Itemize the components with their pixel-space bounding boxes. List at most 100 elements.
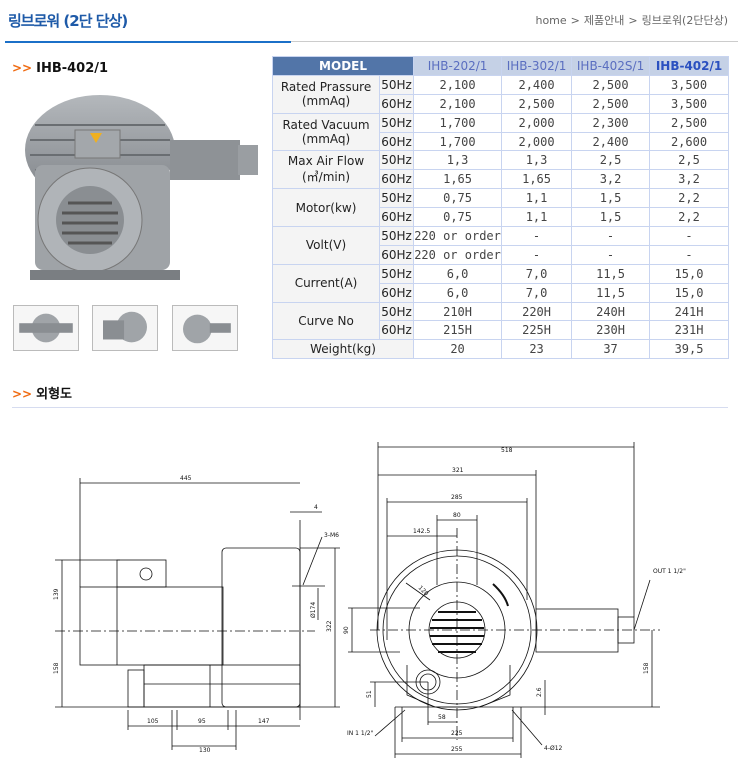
breadcrumb-separator: > [570,14,580,27]
dimension-labels: 445 4 3-M6 139 158 Ø174 322 105 95 147 1… [53,447,686,754]
divider-accent [5,41,291,43]
page-title: 링브로워 (2단 단상) [8,12,128,30]
dim-label: Ø174 [310,602,317,618]
dim-label: 80 [453,512,461,519]
value-cell: 2,2 [649,207,729,228]
value-cell: 220 or order [413,226,503,246]
value-cell: 210H [413,301,503,322]
value-cell: 2,500 [571,74,651,95]
dim-label: 158 [643,662,650,674]
breadcrumb-separator: > [628,14,638,27]
value-cell: 1,700 [413,131,503,152]
table-header-row: MODEL IHB-202/1 IHB-302/1 IHB-402S/1 IHB… [271,56,729,76]
dim-label: 255 [451,746,463,753]
row-label-line: Current(A) [294,276,358,291]
front-view [348,442,660,758]
product-photo [25,95,258,280]
frequency-cell: 60Hz [379,320,415,341]
frequency-cell: 50Hz [379,150,415,171]
row-label: Curve No [271,301,381,341]
value-cell: 231H [649,320,729,341]
value-cell: 220H [501,301,573,322]
double-arrow-icon: >> [12,387,33,401]
product-name: IHB-402/1 [36,61,109,76]
divider [12,407,728,408]
frequency-cell: 60Hz [379,282,415,303]
row-label-line: Curve No [298,313,354,328]
row-label-line: Max Air Flow [287,154,365,169]
dim-label: 147 [258,718,270,725]
value-cell: 2,400 [571,131,651,152]
dim-label: OUT 1 1/2" [653,568,686,575]
breadcrumb: home>제품안내>링브로워(2단단상) [533,12,730,28]
value-cell: 3,2 [649,169,729,190]
row-label: Max Air Flow(㎥/min) [271,150,381,190]
row-label-line: Rated Prassure [280,80,372,95]
value-cell: 2,2 [649,188,729,209]
model-column-current: IHB-402/1 [649,56,729,76]
value-cell: 2,300 [571,112,651,133]
frequency-cell: 50Hz [379,263,415,284]
frequency-cell: 60Hz [379,207,415,228]
value-cell: 1,65 [501,169,573,190]
dim-label: IN 1 1/2" [347,730,374,737]
row-label-line: (mmAq) [301,132,351,147]
value-cell: 11,5 [571,282,651,303]
value-cell: 3,2 [571,169,651,190]
value-cell: 1,5 [571,207,651,228]
model-column: IHB-402S/1 [571,56,651,76]
row-label-line: Volt(V) [305,238,347,253]
frequency-cell: 60Hz [379,93,415,114]
dim-label: 95 [198,718,206,725]
value-cell: 37 [571,339,651,360]
breadcrumb-current[interactable]: 링브로워(2단단상) [641,14,728,27]
dim-label: 322 [326,620,333,632]
frequency-cell: 60Hz [379,131,415,152]
section-title: 외형도 [36,387,72,402]
dim-label: 90 [343,626,350,634]
value-cell: 15,0 [649,282,729,303]
dim-label: 51 [366,690,373,698]
thumbnail-3[interactable] [172,305,238,351]
thumbnail-2[interactable] [92,305,158,351]
row-label: Rated Vacuum(mmAq) [271,112,381,152]
spec-table: MODEL IHB-202/1 IHB-302/1 IHB-402S/1 IHB… [271,56,729,360]
value-cell: 7,0 [501,263,573,284]
value-cell: 1,5 [571,188,651,209]
row-label-line: (㎥/min) [302,170,351,185]
value-cell: 215H [413,320,503,341]
dim-label: 4 [314,504,318,511]
model-column: IHB-202/1 [413,56,503,76]
value-cell: 220 or order [413,244,503,265]
row-label-line: Motor(kw) [295,200,357,215]
value-cell: - [571,244,651,265]
value-cell: 39,5 [649,339,729,360]
dim-label: 105 [147,718,159,725]
value-cell: - [649,244,729,265]
frequency-cell: 50Hz [379,188,415,209]
dim-label: 285 [451,494,463,501]
breadcrumb-products[interactable]: 제품안내 [583,14,625,27]
value-cell: 230H [571,320,651,341]
dim-label: 130 [199,747,211,754]
breadcrumb-home[interactable]: home [535,14,567,27]
value-cell: 15,0 [649,263,729,284]
dim-label: 445 [180,475,192,482]
value-cell: 240H [571,301,651,322]
dim-label: 120 [417,584,430,597]
thumbnail-1[interactable] [13,305,79,351]
value-cell: 11,5 [571,263,651,284]
dim-label: 158 [53,662,60,674]
model-header: MODEL [271,56,415,76]
